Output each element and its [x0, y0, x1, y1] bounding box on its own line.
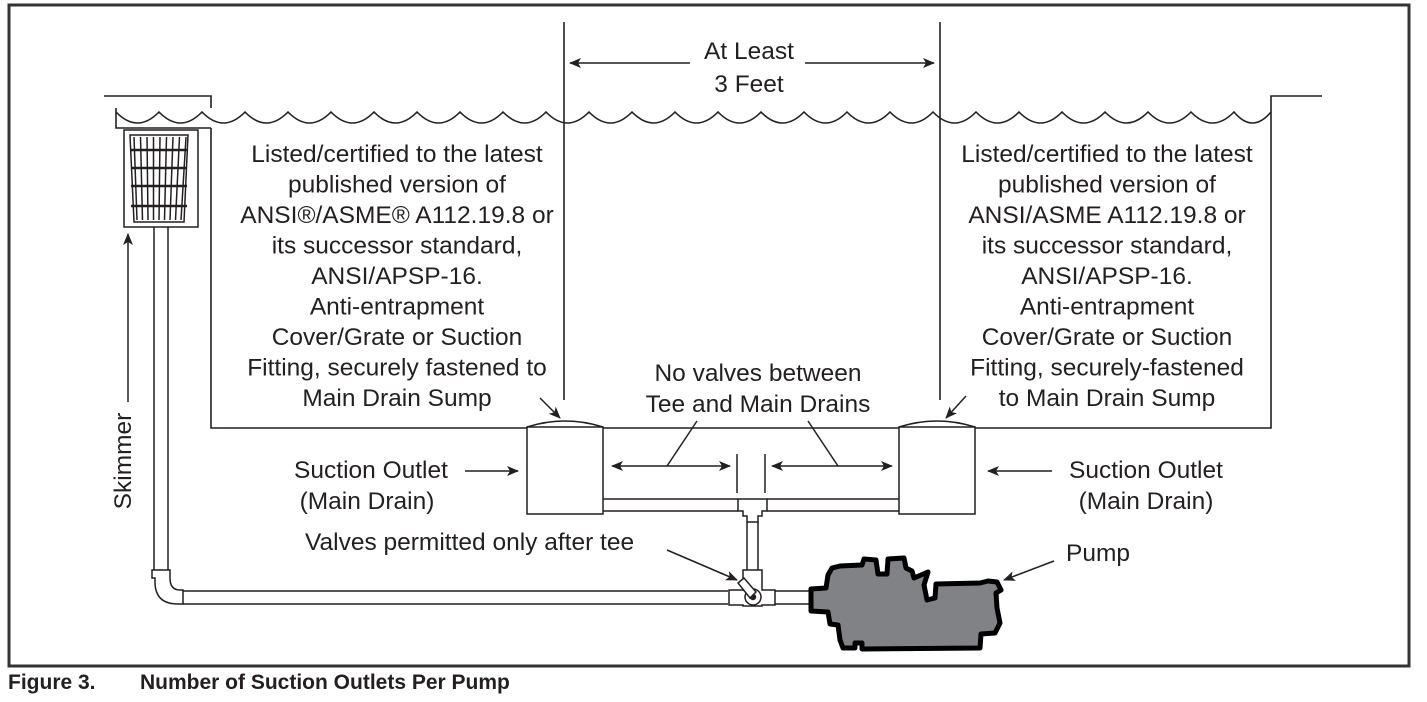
- no-valves-label-line2: Tee and Main Drains: [646, 391, 871, 418]
- left-note-arrow: [539, 397, 561, 419]
- no-valves-leader-left: [666, 420, 698, 467]
- water-surface: [115, 110, 1272, 124]
- figure-title: Number of Suction Outlets Per Pump: [140, 671, 510, 694]
- note-line: published version of: [288, 172, 506, 199]
- main-drain-left: [526, 420, 604, 515]
- right-note-arrow: [945, 395, 967, 419]
- note-line: ANSI/ASME A112.19.8 or: [968, 202, 1245, 229]
- main-drain-right: [898, 420, 976, 515]
- no-valves-label-line1: No valves between: [654, 360, 861, 387]
- right-outlet-label-line2: (Main Drain): [1079, 488, 1214, 515]
- valves-permitted-label: Valves permitted only after tee: [305, 529, 634, 556]
- note-line: ANSI/APSP-16.: [1021, 263, 1193, 290]
- note-line: Anti-entrapment: [1020, 294, 1195, 321]
- figure-number: Figure 3.: [8, 671, 96, 694]
- pump-icon: [808, 555, 1004, 652]
- left-outlet-label-line2: (Main Drain): [300, 488, 435, 515]
- right-outlet-label-line1: Suction Outlet: [1069, 457, 1223, 484]
- note-line: Main Drain Sump: [302, 385, 491, 412]
- left-outlet-label-line1: Suction Outlet: [294, 457, 448, 484]
- figure-frame: [7, 3, 1411, 668]
- note-line: Listed/certified to the latest: [961, 141, 1253, 168]
- note-line: Cover/Grate or Suction: [272, 324, 523, 351]
- skimmer-pipe: [151, 227, 728, 605]
- note-line: ANSI/APSP-16.: [311, 263, 483, 290]
- pump-leader-arrow: [1003, 560, 1055, 581]
- note-line: Anti-entrapment: [310, 294, 485, 321]
- note-line: published version of: [998, 172, 1216, 199]
- note-line: ANSI®/ASME® A112.19.8 or: [240, 202, 553, 229]
- note-line: Fitting, securely-fastened: [970, 355, 1244, 382]
- left-drain-cover-note: Listed/certified to the latest published …: [240, 141, 553, 412]
- valve-tee-assembly: [728, 569, 810, 607]
- skimmer-label: Skimmer: [110, 413, 137, 510]
- figure-caption: Figure 3. Number of Suction Outlets Per P…: [8, 671, 510, 695]
- note-line: Cover/Grate or Suction: [982, 324, 1233, 351]
- note-line: its successor standard,: [982, 233, 1233, 260]
- note-line: Listed/certified to the latest: [251, 141, 543, 168]
- drain-connecting-pipe: [603, 498, 899, 570]
- pump-label: Pump: [1066, 540, 1130, 567]
- valve-leader-arrow: [666, 549, 738, 581]
- dimension-label-line2: 3 Feet: [714, 71, 784, 98]
- skimmer: [123, 129, 199, 228]
- note-line: to Main Drain Sump: [999, 385, 1216, 412]
- note-line: its successor standard,: [272, 233, 523, 260]
- pool-outline: [104, 95, 1322, 429]
- skimmer-basket-grid: [131, 136, 187, 221]
- right-drain-cover-note: Listed/certified to the latest published …: [961, 141, 1253, 412]
- note-line: Fitting, securely fastened to: [247, 355, 547, 382]
- dimension-label-line1: At Least: [704, 38, 794, 65]
- no-valves-leader-right: [807, 420, 839, 467]
